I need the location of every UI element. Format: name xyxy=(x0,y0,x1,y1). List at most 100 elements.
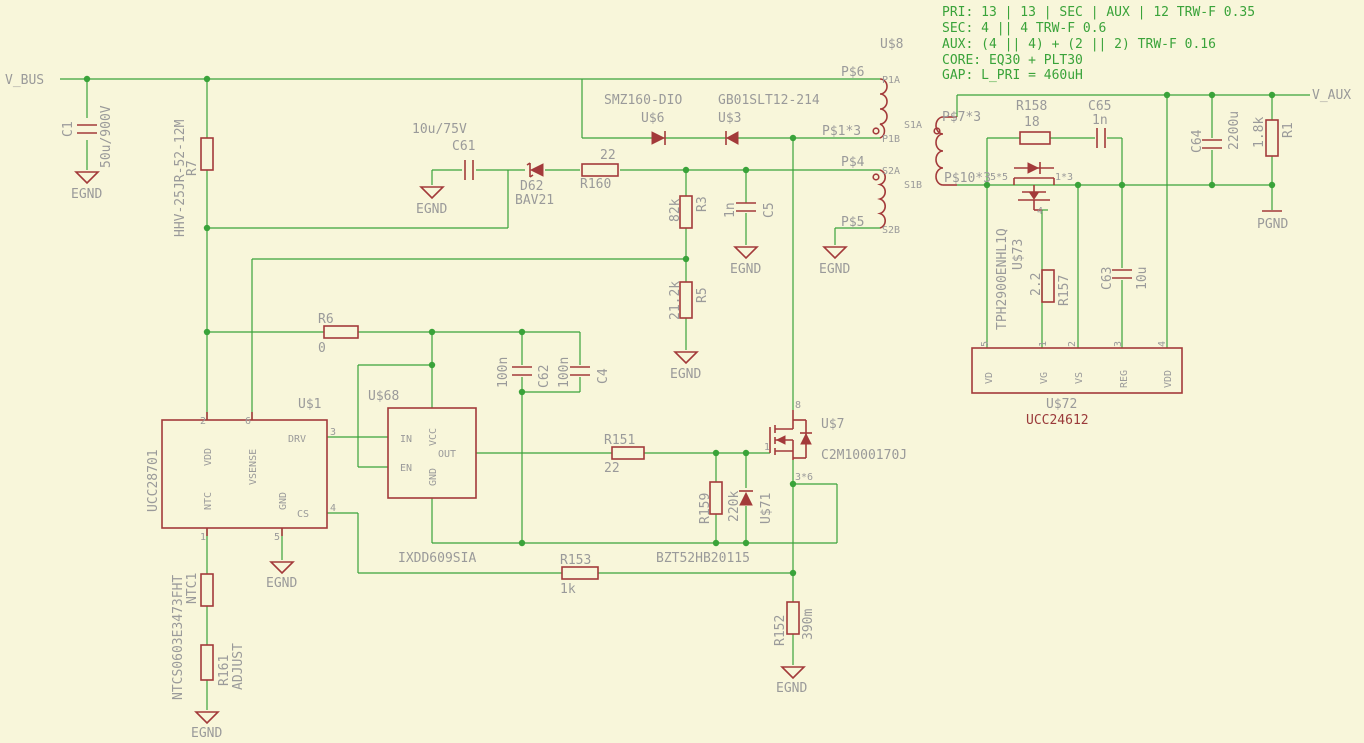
svg-text:C5: C5 xyxy=(762,202,777,218)
svg-text:OUT: OUT xyxy=(438,449,456,460)
capacitor-c65: C65 1n xyxy=(1088,99,1111,148)
svg-text:100n: 100n xyxy=(557,357,572,388)
svg-text:CS: CS xyxy=(297,509,309,520)
svg-text:R7: R7 xyxy=(185,160,200,176)
svg-text:2: 2 xyxy=(200,416,206,427)
resistor-r5: 21.2k R5 xyxy=(668,281,710,320)
svg-text:EGND: EGND xyxy=(416,202,447,217)
ground-icon: EGND xyxy=(266,561,297,591)
svg-text:2.2: 2.2 xyxy=(1029,273,1044,296)
svg-text:1.8k: 1.8k xyxy=(1252,117,1267,148)
svg-text:S2A: S2A xyxy=(882,166,900,177)
svg-text:U$73: U$73 xyxy=(1011,239,1026,270)
svg-text:1: 1 xyxy=(1038,341,1049,347)
svg-text:EN: EN xyxy=(400,463,412,474)
svg-text:22: 22 xyxy=(600,148,616,163)
svg-text:R5: R5 xyxy=(695,287,710,303)
svg-text:P$4: P$4 xyxy=(841,155,865,170)
svg-text:R159: R159 xyxy=(698,493,713,524)
svg-text:REG: REG xyxy=(1119,370,1130,388)
resistor-r6: R6 0 xyxy=(318,312,359,356)
svg-text:P$7*3: P$7*3 xyxy=(942,110,981,125)
svg-text:R151: R151 xyxy=(604,433,635,448)
ground-icon: EGND xyxy=(730,246,761,277)
resistor-r157: 2.2 R157 xyxy=(1029,269,1072,306)
svg-text:U$7: U$7 xyxy=(821,417,844,432)
svg-text:C65: C65 xyxy=(1088,99,1111,114)
svg-text:U$72: U$72 xyxy=(1046,397,1077,412)
svg-text:82k: 82k xyxy=(668,198,683,222)
svg-text:EGND: EGND xyxy=(819,262,850,277)
svg-text:5*5: 5*5 xyxy=(990,172,1008,183)
svg-text:10u: 10u xyxy=(1135,267,1150,290)
svg-text:4: 4 xyxy=(330,503,336,514)
svg-text:U$6: U$6 xyxy=(641,111,664,126)
ground-icon: EGND xyxy=(191,711,222,741)
svg-text:NTCS0603E3473FHT: NTCS0603E3473FHT xyxy=(171,575,186,700)
net-label-vaux: V_AUX xyxy=(1312,88,1351,103)
svg-text:6: 6 xyxy=(245,416,251,427)
mosfet-u73: TPH2900ENHL1Q U$73 5*5 1*3 4 xyxy=(990,162,1073,330)
svg-text:VG: VG xyxy=(1039,372,1050,384)
svg-text:VCC: VCC xyxy=(428,428,439,446)
svg-text:VDD: VDD xyxy=(1163,370,1174,388)
svg-text:18: 18 xyxy=(1024,115,1040,130)
svg-text:DRV: DRV xyxy=(288,434,306,445)
svg-text:EGND: EGND xyxy=(71,187,102,202)
diode-d62: D62 BAV21 xyxy=(515,162,554,208)
svg-text:EGND: EGND xyxy=(670,367,701,382)
svg-text:NTC: NTC xyxy=(203,492,214,510)
svg-text:22: 22 xyxy=(604,461,620,476)
svg-text:GB01SLT12-214: GB01SLT12-214 xyxy=(718,93,820,108)
svg-text:R3: R3 xyxy=(695,196,710,212)
svg-text:U$3: U$3 xyxy=(718,111,741,126)
svg-text:220k: 220k xyxy=(727,491,742,522)
svg-text:S1A: S1A xyxy=(904,120,922,131)
svg-text:C2M1000170J: C2M1000170J xyxy=(821,448,907,463)
svg-text:R161: R161 xyxy=(217,655,232,686)
svg-text:4: 4 xyxy=(1157,341,1168,347)
svg-text:10u/75V: 10u/75V xyxy=(412,122,467,137)
ground-icon: PGND xyxy=(1257,210,1288,232)
resistor-r159: R159 220k xyxy=(698,481,742,524)
ground-icon: EGND xyxy=(670,351,701,382)
svg-text:SMZ160-DIO: SMZ160-DIO xyxy=(604,93,682,108)
transformer-notes: PRI: 13 | 13 | SEC | AUX | 12 TRW-F 0.35… xyxy=(942,5,1255,83)
ground-icon: EGND xyxy=(71,171,102,202)
svg-text:P1A: P1A xyxy=(882,75,900,86)
svg-text:0: 0 xyxy=(318,341,326,356)
resistor-r153: R153 1k xyxy=(560,553,599,597)
resistor-r151: R151 22 xyxy=(604,433,645,476)
svg-text:C62: C62 xyxy=(537,365,552,388)
svg-text:R158: R158 xyxy=(1016,99,1047,114)
svg-text:50u/900V: 50u/900V xyxy=(99,105,114,168)
svg-text:P$1*3: P$1*3 xyxy=(822,124,861,139)
note-line: CORE: EQ30 + PLT30 xyxy=(942,53,1083,68)
svg-text:1n: 1n xyxy=(723,202,738,218)
svg-text:S1B: S1B xyxy=(904,180,922,191)
svg-text:5: 5 xyxy=(274,532,280,543)
capacitor-c4: 100n C4 xyxy=(557,357,611,388)
svg-text:IN: IN xyxy=(400,434,412,445)
transformer-u8: U$8 P$6 P$1*3 P$4 P$5 P$7*3 P$10*3 P1A P… xyxy=(822,37,991,236)
svg-text:EGND: EGND xyxy=(730,262,761,277)
resistor-r161: R161 ADJUST xyxy=(200,643,246,690)
capacitor-c61: 10u/75V C61 xyxy=(412,122,475,180)
svg-text:PGND: PGND xyxy=(1257,217,1288,232)
svg-text:3*6: 3*6 xyxy=(795,472,813,483)
svg-text:C61: C61 xyxy=(452,139,475,154)
resistor-r1: 1.8k R1 xyxy=(1252,117,1296,157)
svg-text:1: 1 xyxy=(764,442,770,453)
resistor-r152: R152 390m xyxy=(773,601,816,646)
svg-text:P$5: P$5 xyxy=(841,215,864,230)
diode-u3: GB01SLT12-214 U$3 xyxy=(718,93,820,145)
svg-text:2200u: 2200u xyxy=(1227,111,1242,150)
svg-text:U$68: U$68 xyxy=(368,389,399,404)
svg-text:R160: R160 xyxy=(580,177,611,192)
svg-text:R1: R1 xyxy=(1281,122,1296,138)
ground-icon: EGND xyxy=(416,186,447,217)
capacitor-c5: 1n C5 xyxy=(723,202,777,218)
svg-text:1k: 1k xyxy=(560,582,576,597)
note-line: AUX: (4 || 4) + (2 || 2) TRW-F 0.16 xyxy=(942,37,1216,52)
